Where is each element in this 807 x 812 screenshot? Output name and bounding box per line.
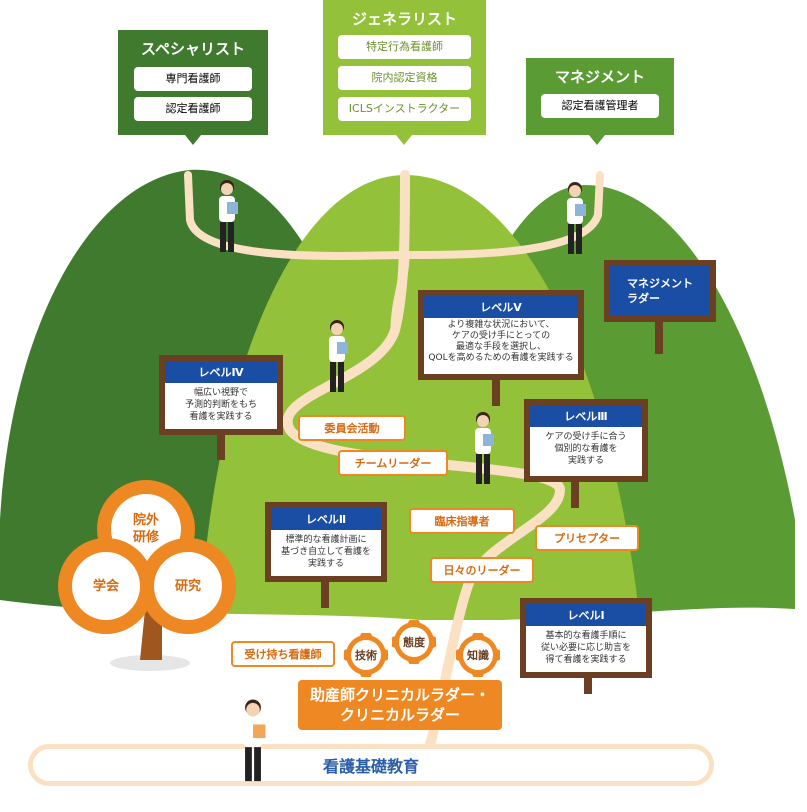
sign-level2: レベルⅡ 標準的な看護計画に 基づき自立して看護を 実践する <box>265 502 387 582</box>
tag-preceptor: プリセプター <box>535 525 639 551</box>
tag-daily-leader: 日々のリーダー <box>430 557 534 583</box>
flower-knowledge-shape <box>454 631 502 679</box>
specialist-item-cn: 認定看護師 <box>134 97 252 121</box>
flower-knowledge-label: 知識 <box>467 649 489 662</box>
flower-knowledge: 知識 <box>454 631 502 679</box>
nurse-figure-manager <box>567 182 586 254</box>
specialist-title: スペシャリスト <box>141 40 245 58</box>
sign-management-ladder-title: マネジメント ラダー <box>627 277 693 305</box>
sign-level4-title: レベルⅣ <box>165 361 277 383</box>
sign-level3-title: レベルⅢ <box>530 405 642 427</box>
specialist-item-cns: 専門看護師 <box>134 67 252 91</box>
sign-level4-body: 幅広い視野で 予測的判断をもち 看護を実践する <box>184 388 257 422</box>
nurse-figure-level3 <box>475 412 494 484</box>
nurse-figure-level4 <box>329 320 348 392</box>
sign-level3: レベルⅢ ケアの受け手に合う 個別的な看護を 実践する <box>524 399 648 482</box>
flower-skill: 技術 <box>342 631 390 679</box>
nurse-figure-student <box>243 699 266 782</box>
management-item-cnm: 認定看護管理者 <box>541 94 659 118</box>
sign-level2-title: レベルⅡ <box>271 508 381 530</box>
sign-level1-body: 基本的な看護手順に 従い必要に応じ助言を 得て看護を実践する <box>540 631 631 665</box>
clinical-ladder-label: 助産師クリニカルラダー・ クリニカルラダー <box>309 686 490 724</box>
sign-level5: レベルV より複雑な状況において、 ケアの受け手にとっての 最適な手段を選択し、… <box>418 290 584 380</box>
management-title: マネジメント <box>554 68 645 86</box>
flower-attitude-label: 態度 <box>403 636 425 649</box>
sign-level1: レベルⅠ 基本的な看護手順に 従い必要に応じ助言を 得て看護を実践する <box>520 598 652 678</box>
tree-crown-left: 学会 <box>58 538 154 634</box>
sign-post-level4 <box>217 430 225 460</box>
tag-committee: 委員会活動 <box>298 415 406 441</box>
foundation-bar: 看護基礎教育 <box>28 744 714 786</box>
sign-post-mgmt <box>655 318 663 354</box>
sign-post-level1 <box>584 674 592 694</box>
generalist-item-specific: 特定行為看護師 <box>338 35 471 59</box>
sign-level3-body: ケアの受け手に合う 個別的な看護を 実践する <box>545 432 627 466</box>
nurse-figure-specialist <box>219 180 238 252</box>
foundation-label: 看護基礎教育 <box>322 757 419 776</box>
sign-post-level5 <box>492 376 500 406</box>
flower-attitude-shape <box>390 618 438 666</box>
sign-level4: レベルⅣ 幅広い視野で 予測的判断をもち 看護を実践する <box>159 355 283 435</box>
sign-management-ladder: マネジメント ラダー <box>604 260 716 322</box>
clinical-ladder-box: 助産師クリニカルラダー・ クリニカルラダー <box>298 680 502 730</box>
tree-crown-right: 研究 <box>140 538 236 634</box>
sign-post-level2 <box>321 578 329 608</box>
sign-level2-body: 標準的な看護計画に 基づき自立して看護を 実践する <box>281 535 371 569</box>
sign-level1-title: レベルⅠ <box>526 604 646 626</box>
generalist-item-icls: ICLSインストラクター <box>338 97 471 121</box>
tag-primary-nurse: 受け持ち看護師 <box>231 641 335 667</box>
generalist-item-internal: 院内認定資格 <box>338 66 471 90</box>
tree-left-label: 学会 <box>72 552 140 620</box>
tag-team-leader: チームリーダー <box>338 450 448 476</box>
sign-level5-title: レベルV <box>424 296 578 318</box>
sign-level5-body: より複雑な状況において、 ケアの受け手にとっての 最適な手段を選択し、 QOLを… <box>428 320 574 363</box>
flower-skill-shape <box>342 631 390 679</box>
tree-right-label: 研究 <box>154 552 222 620</box>
flower-skill-label: 技術 <box>355 649 377 662</box>
flower-attitude: 態度 <box>390 618 438 666</box>
tag-clinical-instructor: 臨床指導者 <box>409 508 515 534</box>
generalist-title: ジェネラリスト <box>351 10 457 28</box>
sign-post-level3 <box>571 478 579 508</box>
